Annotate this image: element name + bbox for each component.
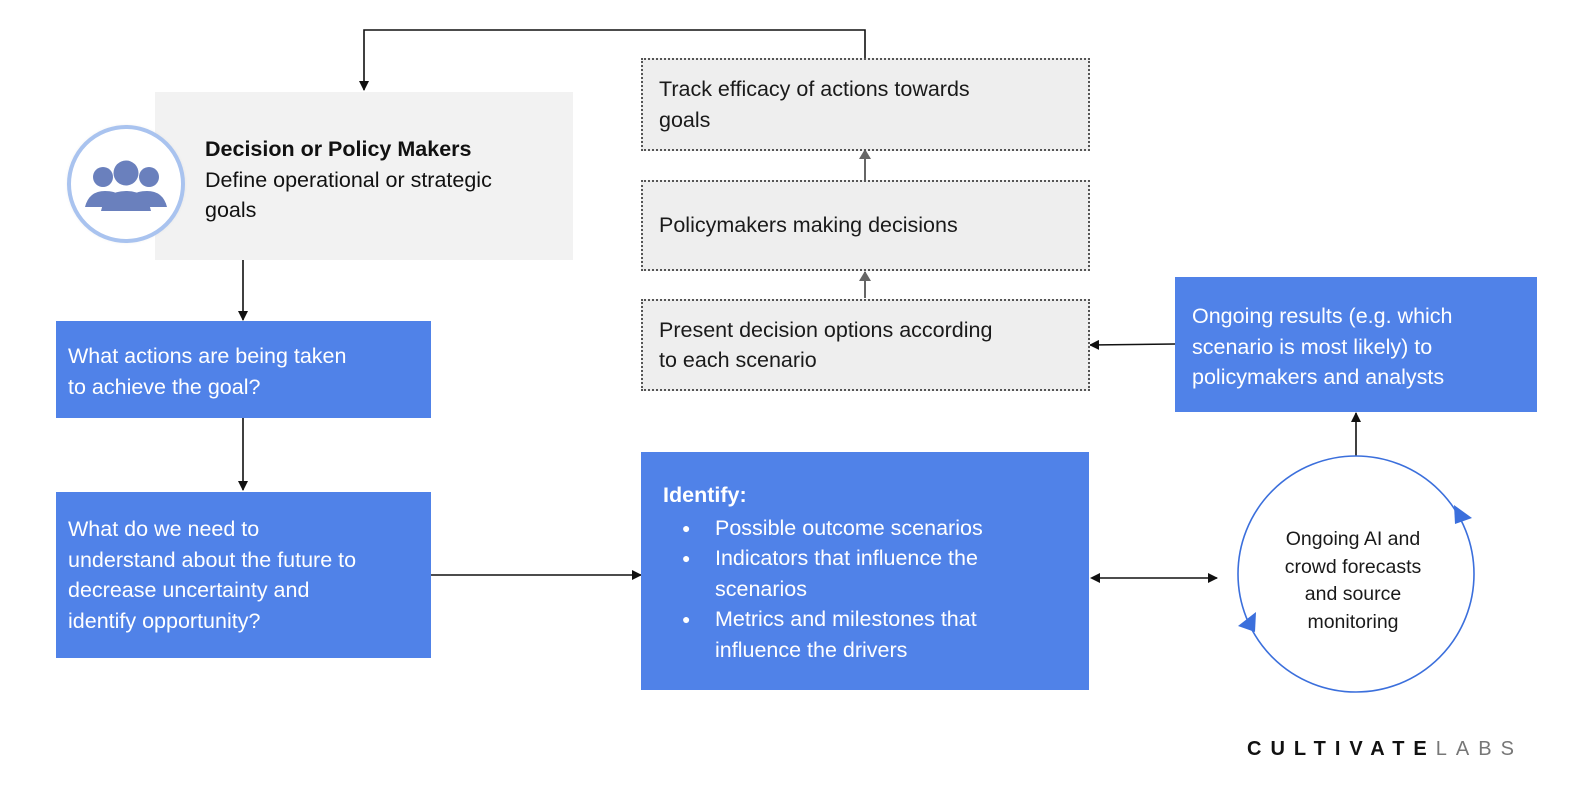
identify-list: Possible outcome scenarios Indicators th… [663, 513, 1067, 666]
track-efficacy-box: Track efficacy of actions towards goals [641, 58, 1090, 151]
understand-line4: identify opportunity? [68, 608, 261, 633]
identify-item: Metrics and milestones that influence th… [682, 604, 1067, 665]
cycle-label: Ongoing AI and crowd forecasts and sourc… [1284, 528, 1422, 633]
results-line3: policymakers and analysts [1192, 365, 1445, 389]
cultivate-labs-logo: CULTIVATELABS [1247, 738, 1523, 761]
identify-item: Possible outcome scenarios [682, 513, 1067, 544]
policymakers-line1: Policymakers making decisions [659, 213, 958, 238]
results-line1: Ongoing results (e.g. which [1192, 304, 1453, 328]
logo-light-text: LABS [1435, 738, 1523, 760]
understand-line3: decrease uncertainty and [68, 578, 310, 602]
track-line2: goals [659, 107, 711, 132]
decision-makers-title: Decision or Policy Makers [205, 137, 472, 161]
actions-box: What actions are being taken to achieve … [56, 321, 431, 418]
avatar [67, 125, 185, 243]
cycle-arrowhead-top-right-icon [1454, 505, 1472, 524]
actions-line1: What actions are being taken [68, 344, 347, 368]
present-options-box: Present decision options according to ea… [641, 299, 1090, 391]
actions-line2: to achieve the goal? [68, 374, 261, 399]
identify-box: Identify: Possible outcome scenarios Ind… [641, 452, 1089, 690]
identify-item: Indicators that influence the scenarios [682, 543, 1067, 604]
track-line1: Track efficacy of actions towards [659, 77, 970, 101]
ongoing-results-box: Ongoing results (e.g. which scenario is … [1175, 277, 1537, 412]
policymakers-decisions-box: Policymakers making decisions [641, 180, 1090, 271]
arrow-results-to-present [1089, 339, 1176, 350]
results-line2: scenario is most likely) to [1192, 334, 1433, 359]
understand-line2: understand about the future to [68, 547, 357, 572]
decision-makers-desc-line1: Define operational or strategic [205, 167, 492, 192]
understand-box: What do we need to understand about the … [56, 492, 431, 658]
decision-makers-desc-line2: goals [205, 198, 257, 222]
present-line2: to each scenario [659, 348, 817, 372]
people-group-icon [85, 160, 167, 211]
understand-line1: What do we need to [68, 517, 260, 541]
present-line1: Present decision options according [659, 317, 993, 342]
decision-makers-box: Decision or Policy Makers Define operati… [155, 92, 573, 260]
identify-title: Identify: [663, 483, 747, 507]
logo-bold-text: CULTIVATE [1247, 738, 1436, 760]
